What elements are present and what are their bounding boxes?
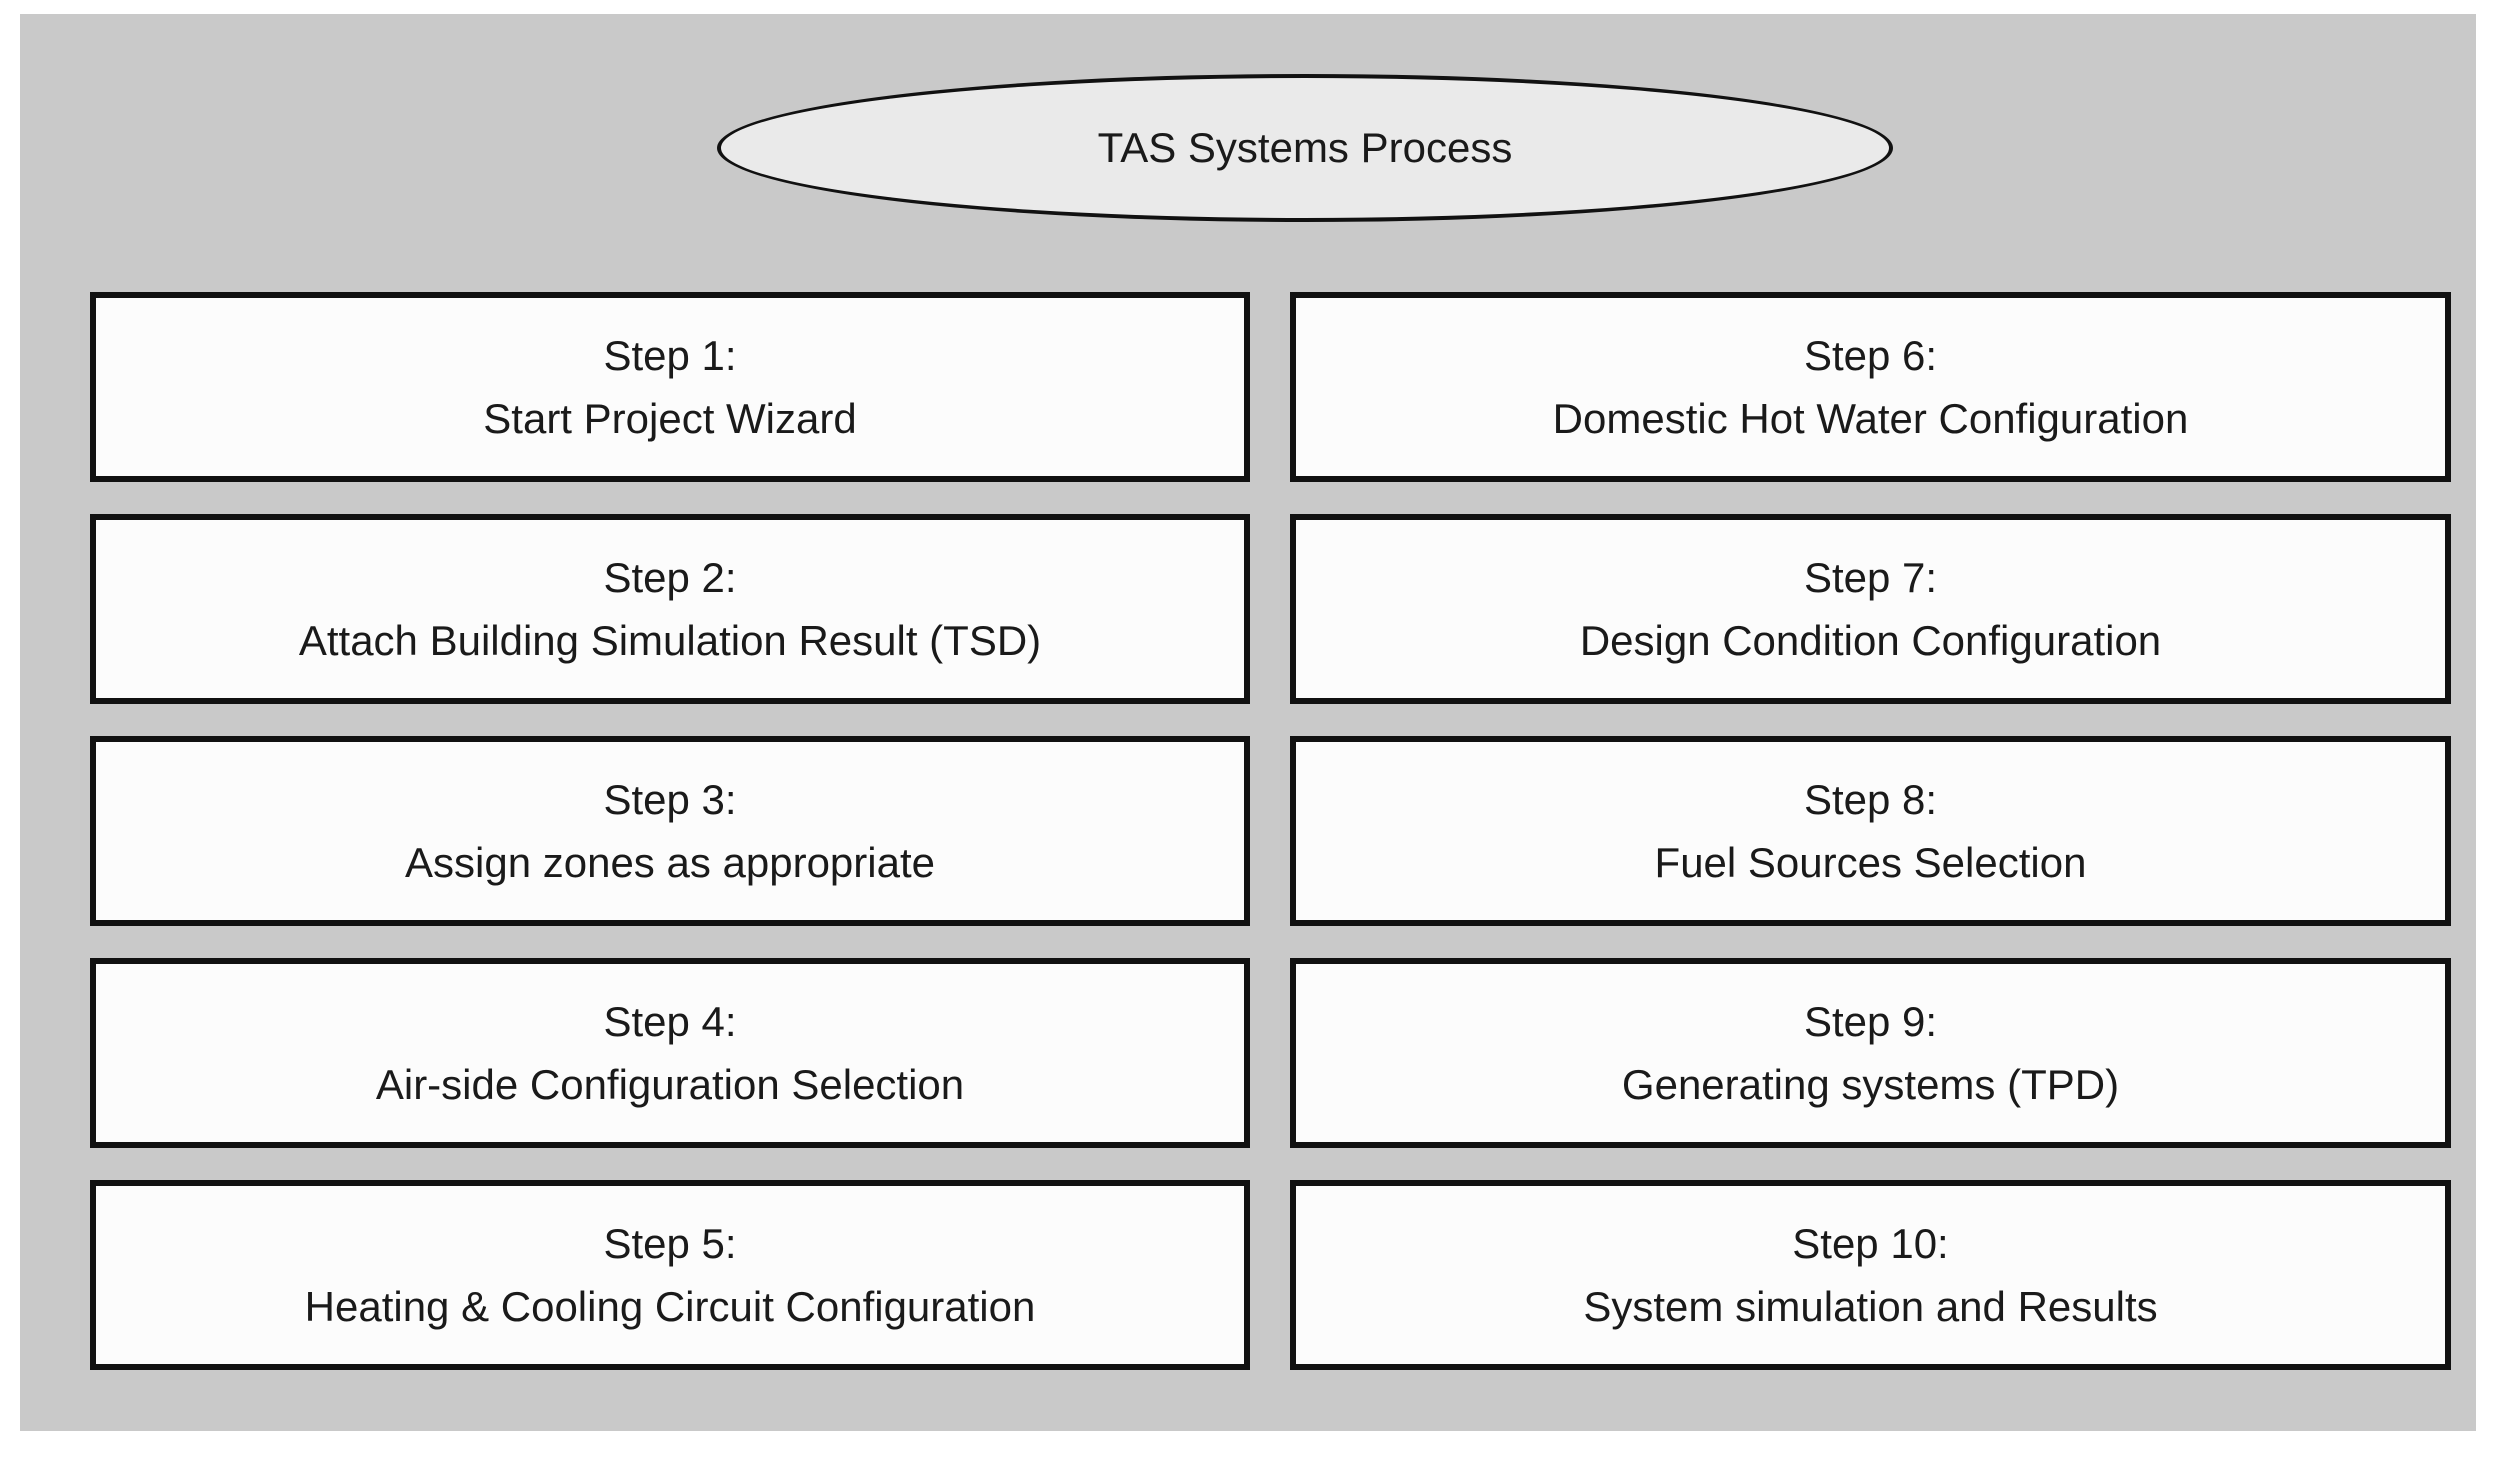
step-number: Step 1: <box>603 331 737 379</box>
step-description: Generating systems (TPD) <box>1621 1061 2120 1108</box>
step-box-10: Step 10: System simulation and Results <box>1290 1180 2451 1370</box>
step-box-8: Step 8: Fuel Sources Selection <box>1290 736 2451 926</box>
step-number: Step 4: <box>603 997 737 1045</box>
step-description: Air-side Configuration Selection <box>375 1061 965 1108</box>
step-box-9: Step 9: Generating systems (TPD) <box>1290 958 2451 1148</box>
step-description: Heating & Cooling Circuit Configuration <box>304 1283 1036 1330</box>
step-box-1: Step 1: Start Project Wizard <box>90 292 1250 482</box>
step-description: System simulation and Results <box>1583 1283 2158 1330</box>
step-number: Step 5: <box>603 1219 737 1267</box>
step-description: Domestic Hot Water Configuration <box>1552 395 2189 442</box>
step-number: Step 7: <box>1803 553 1938 601</box>
process-title-ellipse: TAS Systems Process <box>717 74 1893 222</box>
step-box-2: Step 2: Attach Building Simulation Resul… <box>90 514 1250 704</box>
step-box-5: Step 5: Heating & Cooling Circuit Config… <box>90 1180 1250 1370</box>
steps-grid: Step 1: Start Project Wizard Step 2: Att… <box>90 292 2451 1370</box>
step-number: Step 2: <box>603 553 737 601</box>
step-number: Step 9: <box>1803 997 1938 1045</box>
step-number: Step 10: <box>1792 1219 1949 1267</box>
diagram-canvas: TAS Systems Process Step 1: Start Projec… <box>20 14 2476 1431</box>
step-number: Step 3: <box>603 775 737 823</box>
step-description: Start Project Wizard <box>483 395 857 442</box>
step-description: Fuel Sources Selection <box>1654 839 2087 886</box>
step-description: Assign zones as appropriate <box>405 839 935 886</box>
step-description: Design Condition Configuration <box>1579 617 2162 664</box>
step-number: Step 6: <box>1803 331 1938 379</box>
step-box-4: Step 4: Air-side Configuration Selection <box>90 958 1250 1148</box>
step-description: Attach Building Simulation Result (TSD) <box>298 617 1042 664</box>
step-box-6: Step 6: Domestic Hot Water Configuration <box>1290 292 2451 482</box>
step-number: Step 8: <box>1803 775 1938 823</box>
diagram-title: TAS Systems Process <box>1097 124 1513 171</box>
step-box-3: Step 3: Assign zones as appropriate <box>90 736 1250 926</box>
step-box-7: Step 7: Design Condition Configuration <box>1290 514 2451 704</box>
